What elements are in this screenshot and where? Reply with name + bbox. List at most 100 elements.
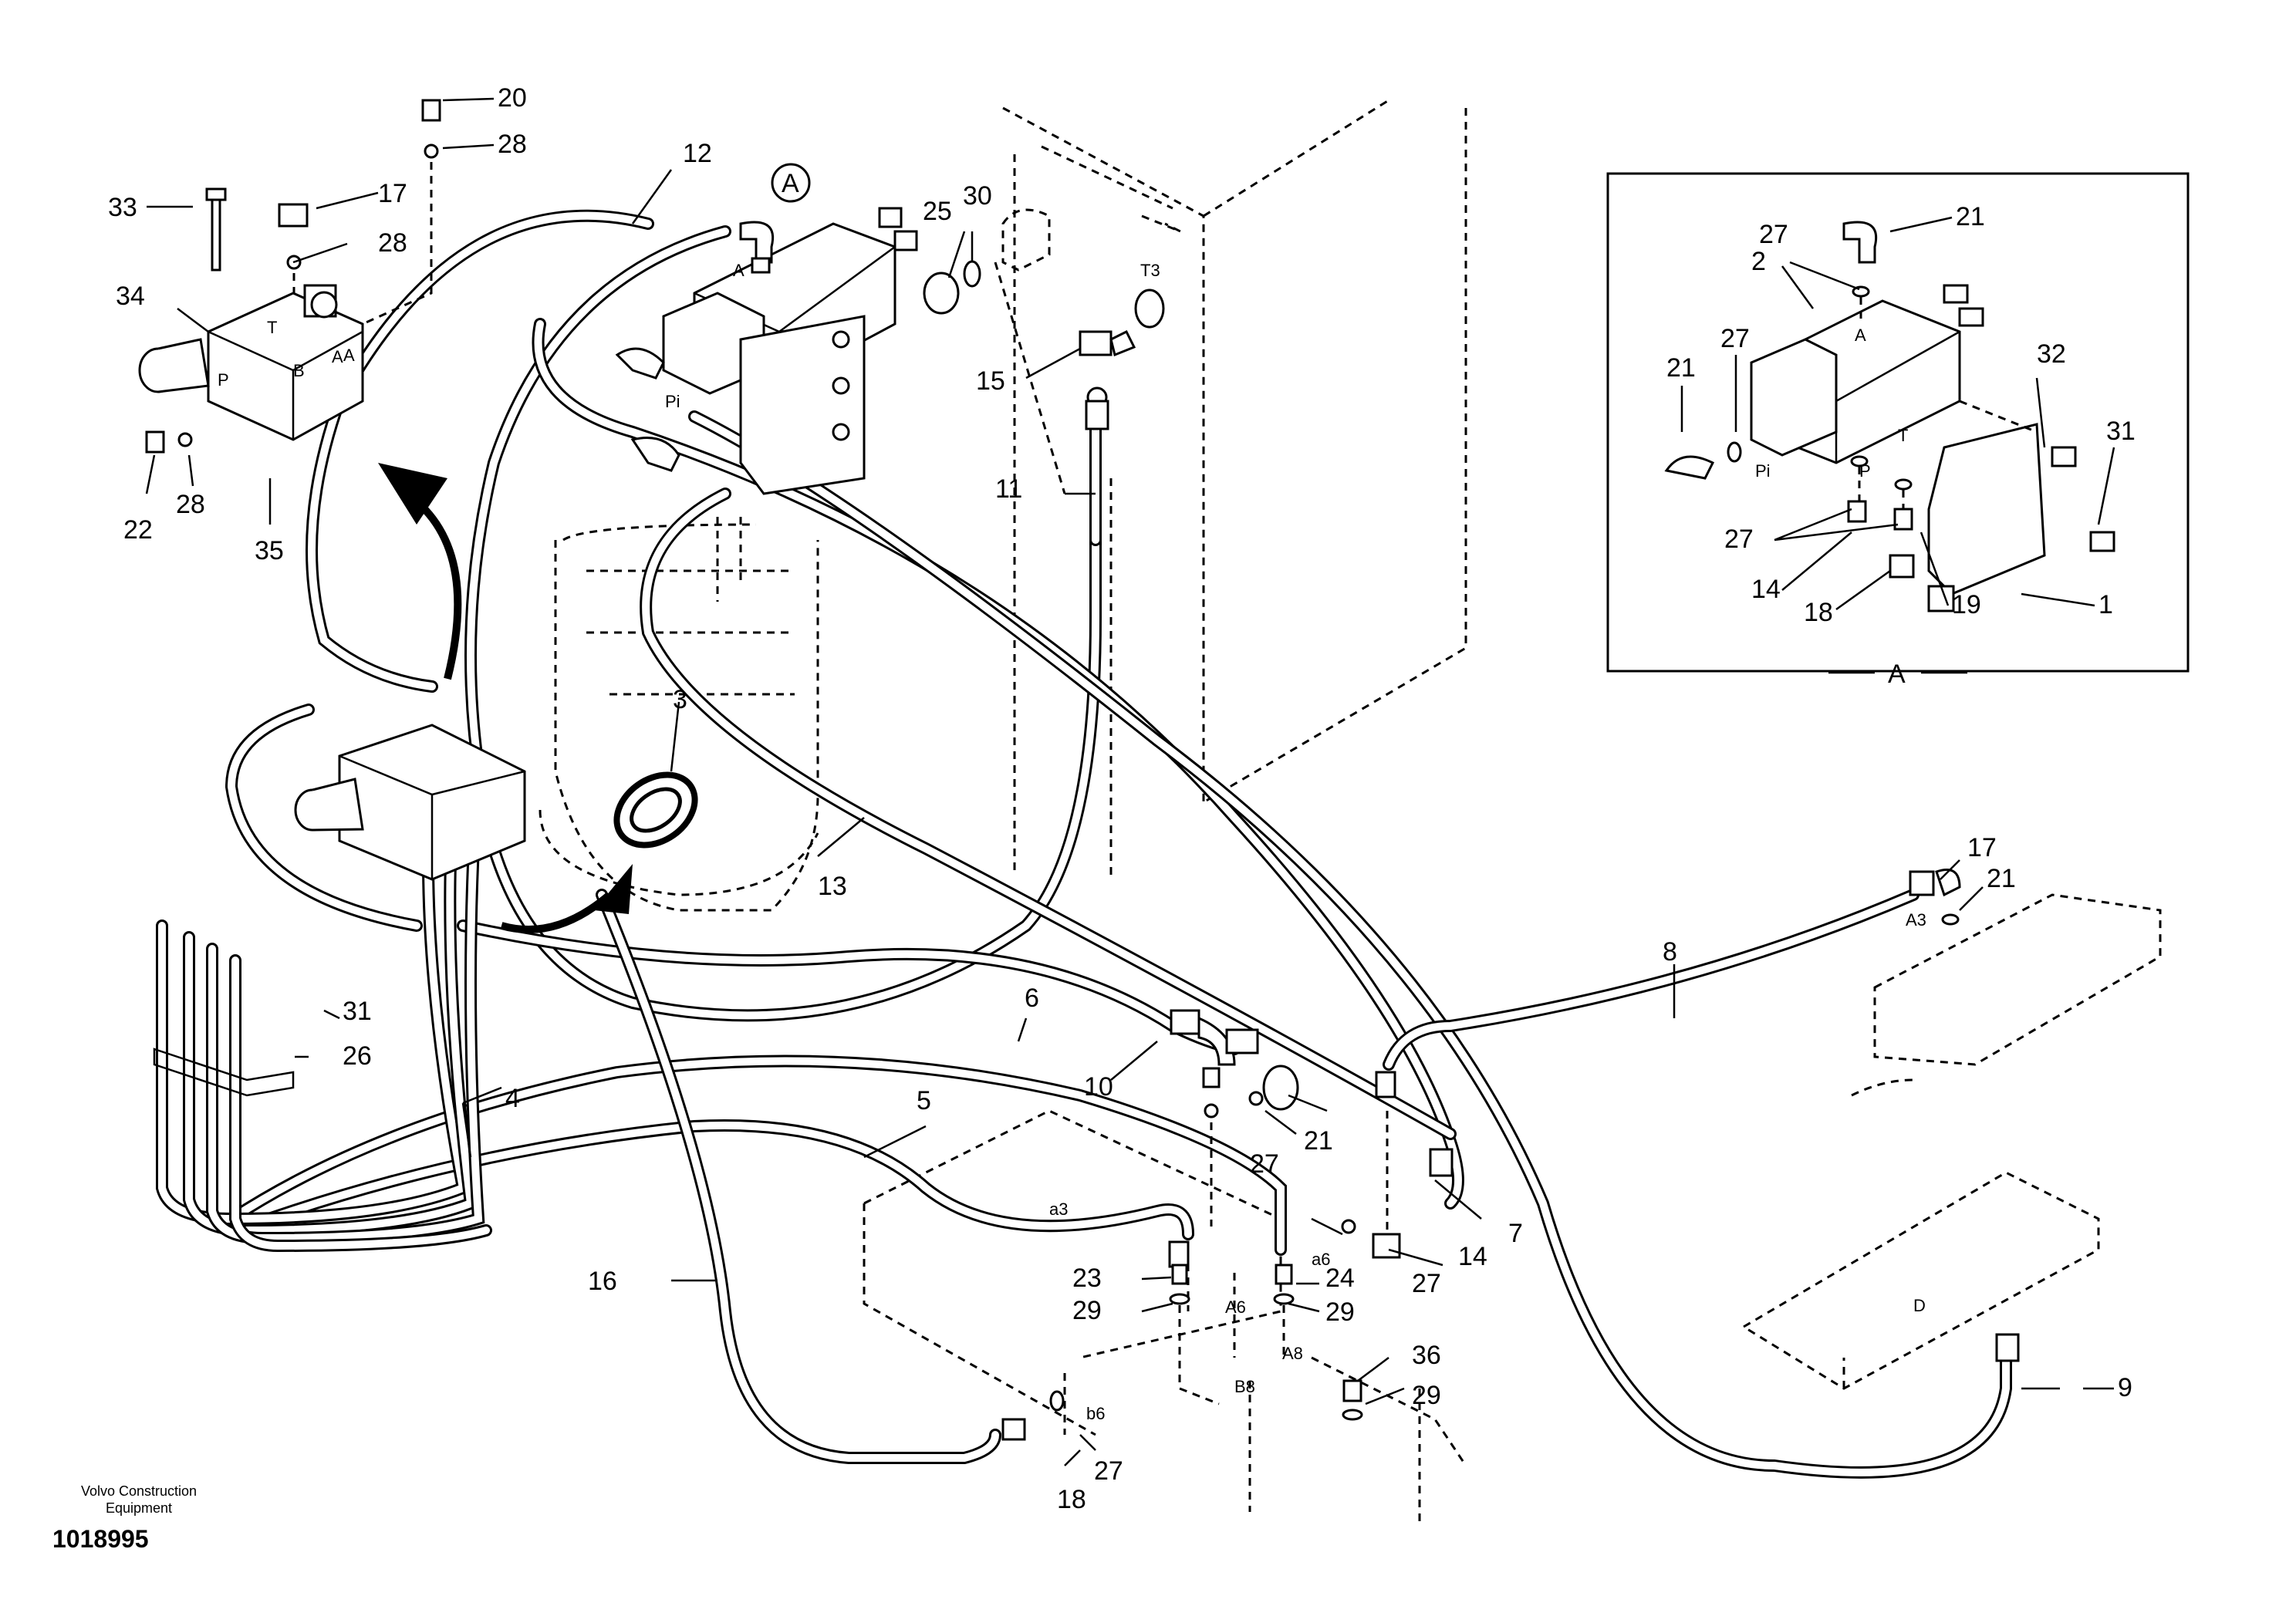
callout: 34 <box>116 282 145 311</box>
callout: 6 <box>1025 984 1039 1013</box>
callout: 31 <box>343 997 372 1026</box>
port-label: T <box>1898 426 1908 445</box>
callout: 25 <box>923 197 952 226</box>
callout: 10 <box>1084 1072 1113 1102</box>
callout: 21 <box>1304 1126 1333 1156</box>
callout: 27 <box>1759 220 1788 249</box>
callout: 28 <box>498 130 527 159</box>
hose-9 <box>688 410 2012 1479</box>
callout: 18 <box>1804 598 1833 627</box>
callout: 16 <box>588 1267 617 1296</box>
callout: 23 <box>1072 1264 1102 1293</box>
port-label: P <box>218 370 229 390</box>
manufacturer-label: Volvo Construction Equipment <box>80 1483 198 1516</box>
fittings-top-center <box>615 221 1165 472</box>
callout: 36 <box>1412 1341 1441 1370</box>
port-labels: A T B A P Pi T3 A Pi T P A3 a3 a6 A6 A8 … <box>218 261 1926 1423</box>
port-label: Pi <box>1755 461 1771 481</box>
callout: 28 <box>176 490 205 519</box>
control-valve-outline <box>1851 893 2162 1097</box>
callout: 29 <box>1325 1297 1355 1327</box>
port-label: A <box>1855 326 1866 345</box>
port-label: B8 <box>1234 1377 1255 1396</box>
callout: 30 <box>963 181 992 211</box>
left-valve-block <box>294 724 526 881</box>
callouts: 20 28 33 17 28 34 22 28 35 12 25 30 15 1… <box>108 83 2132 1514</box>
callout: 26 <box>343 1041 372 1071</box>
callout: 27 <box>1412 1269 1441 1298</box>
port-label: A <box>343 346 355 365</box>
callout: 24 <box>1325 1264 1355 1293</box>
callout: 17 <box>1967 833 1997 862</box>
callout: 32 <box>2037 339 2066 369</box>
callout: 3 <box>673 685 687 714</box>
detail-callouts: 27 21 2 27 21 32 31 27 14 18 19 1 A <box>1666 202 2136 689</box>
port-label: P <box>1859 461 1871 481</box>
hose-16 <box>596 889 1001 1464</box>
port-label: A <box>733 261 745 280</box>
detail-marker-label: A <box>782 169 799 198</box>
callout: 20 <box>498 83 527 113</box>
callout: 21 <box>1666 353 1696 383</box>
callout: 19 <box>1952 590 1981 619</box>
callout: 17 <box>378 179 407 208</box>
hose-6 <box>225 1054 1287 1256</box>
port-label: A <box>332 347 343 366</box>
main-valve-outline <box>863 1109 1467 1527</box>
solenoid-valve-34 <box>138 284 364 441</box>
callout: 27 <box>1720 324 1750 353</box>
callout: 35 <box>255 536 284 565</box>
callout: 8 <box>1663 937 1677 967</box>
port-label: A3 <box>1906 910 1926 930</box>
left-hose-loop <box>225 704 423 932</box>
callout: 1 <box>2098 590 2113 619</box>
hose-7 <box>640 488 1457 1140</box>
callout: 27 <box>1094 1456 1123 1486</box>
detail-view-marker: A <box>771 163 811 203</box>
drawing-number: 1018995 <box>52 1525 149 1553</box>
callout: 28 <box>378 228 407 258</box>
callout: 11 <box>995 474 1022 504</box>
valve-assembly-a <box>662 207 918 495</box>
swivel-joint-outline <box>539 517 819 912</box>
callout: 22 <box>123 515 153 545</box>
port-label: b6 <box>1086 1404 1105 1423</box>
callout: 5 <box>917 1086 931 1115</box>
hose-8 <box>1383 889 1920 1071</box>
callout: 18 <box>1057 1485 1086 1514</box>
port-label: T <box>267 318 277 337</box>
leader-lines <box>145 97 2114 1466</box>
direction-arrow-lower <box>500 864 633 933</box>
port-label: a3 <box>1049 1200 1068 1219</box>
callout: 14 <box>1751 575 1781 604</box>
callout: 21 <box>1987 864 2016 893</box>
port-label: T3 <box>1140 261 1160 280</box>
detail-view-a <box>1606 172 2190 673</box>
callout: 27 <box>1250 1149 1279 1179</box>
port-label: A6 <box>1225 1297 1246 1317</box>
port-label: Pi <box>665 392 680 411</box>
port-label: B <box>293 361 305 380</box>
callout: 2 <box>1751 247 1766 276</box>
port-label: A8 <box>1282 1344 1303 1363</box>
callout: 21 <box>1956 202 1985 231</box>
machine-frame-outline <box>1002 99 1467 879</box>
port-label: D <box>1913 1296 1926 1315</box>
callout: 15 <box>976 366 1005 396</box>
callout: 33 <box>108 193 137 222</box>
callout: 29 <box>1412 1381 1441 1410</box>
detail-view-caption: A <box>1888 660 1906 689</box>
seal-3 <box>613 771 698 849</box>
callout: 4 <box>505 1084 520 1113</box>
hose-13 <box>464 225 1102 1022</box>
fittings-upper-left <box>145 99 441 454</box>
callout: 9 <box>2118 1373 2132 1402</box>
callout: 7 <box>1508 1219 1523 1248</box>
callout: 27 <box>1724 525 1754 554</box>
callout: 14 <box>1458 1242 1487 1271</box>
distribution-block-outline <box>1741 1171 2100 1390</box>
callout: 12 <box>683 139 712 168</box>
hose-12 <box>306 209 654 693</box>
callout: 29 <box>1072 1296 1102 1325</box>
